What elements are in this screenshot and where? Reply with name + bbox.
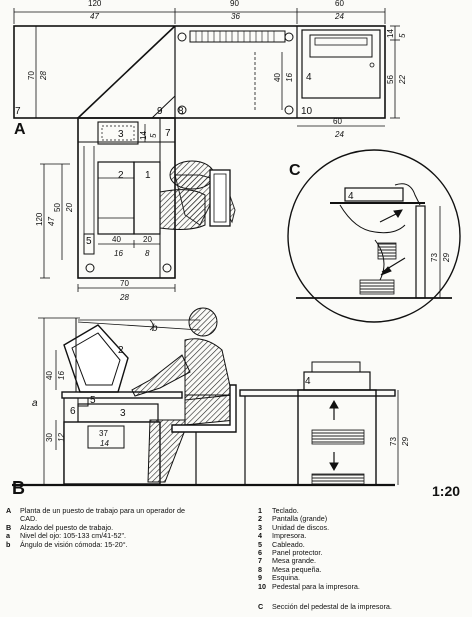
elev-inner-in: 14 — [100, 439, 109, 448]
dim-wing-height-cm: 120 — [35, 212, 44, 226]
dim-mid-cm: 40 — [273, 73, 282, 82]
elev-callout-4: 4 — [305, 376, 311, 387]
elev-callout-5: 5 — [90, 395, 96, 406]
dim-inner-2-in: 5 — [149, 133, 158, 138]
dim-mid-in: 16 — [285, 73, 294, 82]
callout-5: 5 — [86, 236, 92, 247]
dim-top-3-cm: 60 — [335, 0, 344, 8]
legend-c-text: Sección del pedestal de la impresora. — [272, 602, 392, 611]
dim-wing-width-cm: 70 — [120, 279, 129, 288]
section-dim-cm: 73 — [430, 253, 439, 262]
dim-bottom-2-cm: 20 — [143, 235, 152, 244]
dim-bottom-1-in: 16 — [114, 249, 123, 258]
dim-top-1-in: 47 — [90, 12, 99, 21]
dim-top-3-in: 24 — [334, 12, 344, 21]
legend-c: C Sección del pedestal de la impresora. — [258, 602, 392, 611]
dim-left-cm: 70 — [27, 71, 36, 80]
callout-7: 7 — [15, 106, 21, 117]
dim-right-2-cm: 56 — [386, 75, 395, 84]
callout-3: 3 — [118, 129, 124, 140]
elevation-b — [12, 307, 399, 487]
callout-7b: 7 — [165, 128, 171, 139]
dim-right-2-in: 22 — [398, 75, 407, 85]
elev-dim-2-in: 12 — [57, 433, 66, 442]
dim-left-in: 28 — [39, 71, 48, 81]
dim-bottom-right-in: 24 — [334, 130, 344, 139]
callout-2: 2 — [118, 170, 124, 181]
callout-1: 1 — [145, 170, 151, 181]
callout-4: 4 — [306, 72, 312, 83]
section-callout-4: 4 — [348, 191, 354, 202]
elev-dim-1-cm: 40 — [45, 371, 54, 380]
label-a: A — [14, 121, 26, 138]
elev-callout-2: 2 — [118, 345, 124, 356]
dim-bottom-1-cm: 40 — [112, 235, 121, 244]
plan-dimension-labels: 120 47 90 36 60 24 70 28 14 5 56 22 40 1… — [14, 0, 407, 302]
elev-callout-b: b — [152, 323, 158, 334]
elev-inner-cm: 37 — [99, 429, 108, 438]
legend-c-key: C — [258, 602, 264, 611]
plan-view-a — [13, 8, 400, 292]
elevation-b-labels: b 2 4 5 6 3 40 16 30 12 a 37 14 73 29 B … — [12, 323, 460, 499]
label-c: C — [289, 162, 301, 179]
callout-9: 9 — [157, 106, 163, 117]
dim-top-2-in: 36 — [231, 12, 240, 21]
callout-8: 8 — [178, 106, 184, 117]
elev-right-cm: 73 — [389, 437, 398, 446]
elev-right-in: 29 — [401, 437, 410, 447]
dim-right-1-cm: 14 — [386, 29, 395, 38]
dim-inner-2-cm: 14 — [139, 131, 148, 140]
elev-callout-3: 3 — [120, 408, 126, 419]
label-b: B — [12, 478, 25, 498]
dim-bottom-right-cm: 60 — [333, 117, 342, 126]
dim-wing-width-in: 28 — [119, 293, 129, 302]
elev-label-a: a — [32, 398, 38, 409]
section-c-labels: C 4 73 29 — [289, 162, 451, 263]
dim-inner-1-in: 20 — [65, 203, 74, 213]
dim-inner-1-cm: 50 — [53, 203, 62, 212]
dim-bottom-2-in: 8 — [145, 249, 150, 258]
elev-callout-6: 6 — [70, 406, 76, 417]
dim-right-1-in: 5 — [398, 33, 407, 38]
dim-top-2-cm: 90 — [230, 0, 239, 8]
callout-10: 10 — [301, 106, 313, 117]
section-dim-in: 29 — [442, 253, 451, 263]
dim-top-1-cm: 120 — [88, 0, 102, 8]
dim-wing-height-in: 47 — [47, 217, 56, 226]
section-c — [287, 149, 461, 323]
elev-dim-1-in: 16 — [57, 371, 66, 380]
scale-label: 1:20 — [432, 483, 460, 499]
legend-left-item: CAD. — [20, 514, 38, 524]
elev-dim-2-cm: 30 — [45, 433, 54, 442]
